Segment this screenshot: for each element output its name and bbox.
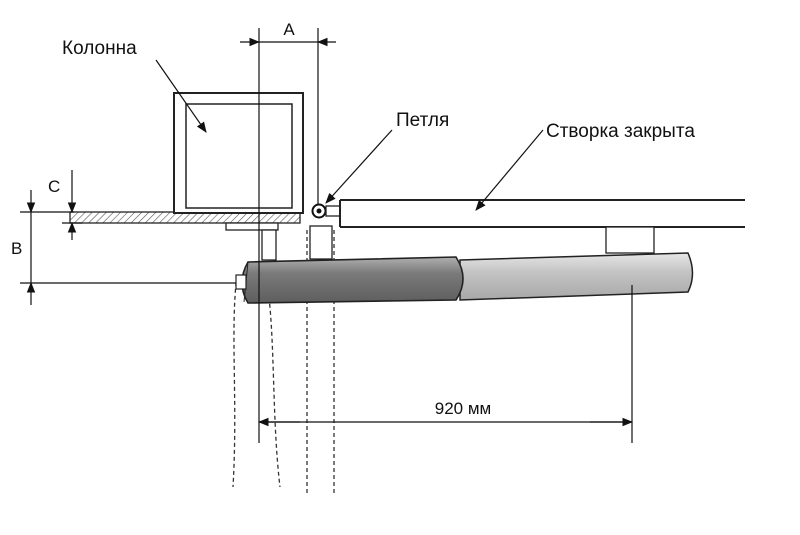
dimension-c-label: C <box>48 177 60 196</box>
leader-lines <box>155 59 544 211</box>
dimension-a-label: A <box>283 20 295 39</box>
column-post <box>173 92 304 214</box>
front-bracket <box>605 226 655 254</box>
dimension-b <box>20 190 236 305</box>
rear-bracket <box>225 222 279 261</box>
actuator <box>235 252 694 304</box>
dimension-length <box>257 262 634 443</box>
dimension-a <box>240 28 336 262</box>
dimension-length-label: 920 мм <box>435 399 491 418</box>
hinge <box>309 203 341 260</box>
leaf-closed-label: Створка закрыта <box>546 121 695 142</box>
column-label: Колонна <box>62 38 137 59</box>
gate-leaf <box>339 199 745 228</box>
hinge-label: Петля <box>396 110 449 131</box>
dimension-c <box>62 170 82 240</box>
dimension-b-label: B <box>11 239 22 258</box>
